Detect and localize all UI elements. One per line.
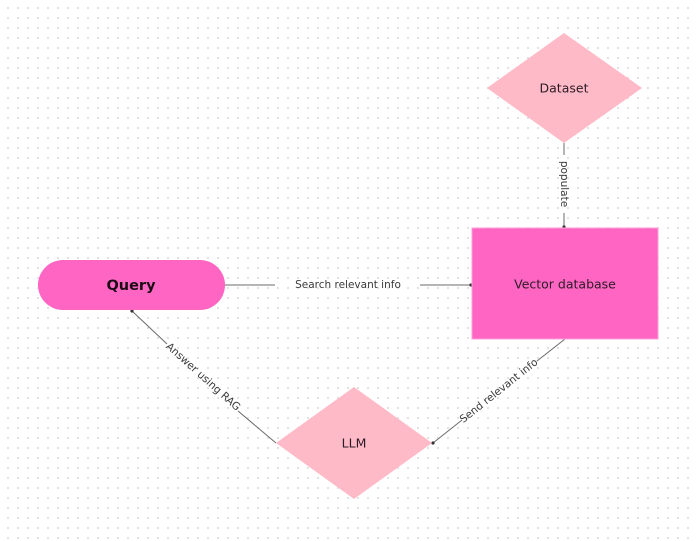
node-vector-database[interactable]: Vector database: [471, 227, 659, 340]
edge-search-label: Search relevant info: [295, 279, 401, 291]
edge-search[interactable]: Search relevant info: [225, 279, 473, 291]
edge-answer-line-bottom: [237, 410, 277, 444]
arrow-head-icon: [130, 309, 134, 313]
node-llm[interactable]: LLM: [276, 387, 432, 499]
arrow-head-icon: [431, 441, 435, 445]
edge-send-label: Send relevant info: [458, 356, 541, 425]
edge-answer-line-top: [131, 310, 168, 345]
node-dataset[interactable]: Dataset: [487, 33, 642, 143]
edge-populate-label: populate: [558, 161, 570, 207]
node-llm-label: LLM: [342, 436, 367, 451]
edge-answer-label: Answer using RAG: [163, 341, 242, 414]
node-vector-database-label: Vector database: [514, 277, 616, 292]
node-query-label: Query: [106, 278, 156, 294]
edge-send[interactable]: Send relevant info: [431, 338, 566, 445]
edge-populate[interactable]: populate: [558, 143, 570, 229]
edge-send-line-bottom: [432, 419, 463, 444]
vector-database-rect-shape: [471, 227, 659, 340]
node-dataset-label: Dataset: [540, 81, 589, 96]
query-pill-shape: [38, 260, 225, 310]
edge-send-line-top: [536, 338, 566, 362]
dataset-diamond-shape: [487, 33, 642, 143]
llm-diamond-shape: [276, 387, 432, 499]
node-query[interactable]: Query: [38, 260, 225, 310]
edge-answer[interactable]: Answer using RAG: [130, 309, 277, 444]
